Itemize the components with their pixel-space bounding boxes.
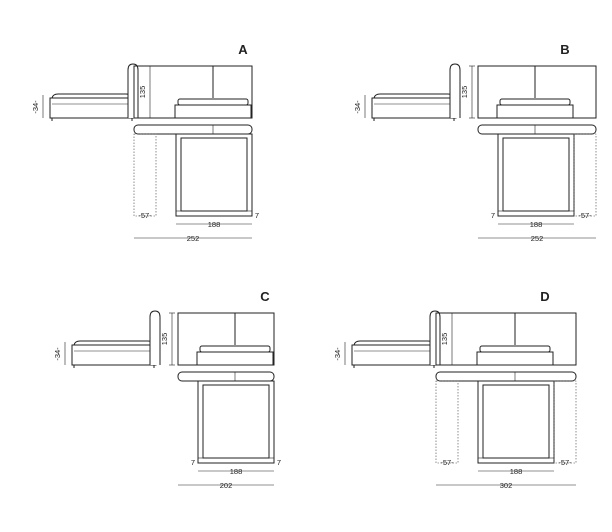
total-width-label: 252 [531, 234, 544, 243]
front-view: 135 [133, 65, 253, 119]
height-dimension: -34- [31, 100, 40, 114]
left-extension-label: 7 [191, 458, 195, 467]
board-height-dimension: 135 [440, 333, 449, 346]
variant-b: -34- 135 188 7 -57- 252 B [353, 42, 597, 243]
width-dimensions: 188 -57- -57- 302 [436, 458, 576, 490]
height-dimension: -34- [353, 100, 362, 114]
board-height-dimension: 135 [138, 86, 147, 99]
board-height-dimension: 135 [160, 333, 169, 346]
right-extension-label: -57- [578, 211, 592, 220]
left-extension-label: 7 [491, 211, 495, 220]
left-extension-label: -57- [138, 211, 152, 220]
side-view: -34- [53, 310, 161, 368]
inner-width-label: 188 [530, 220, 543, 229]
variant-label: B [560, 42, 569, 57]
total-width-label: 252 [187, 234, 200, 243]
plan-view [133, 124, 253, 217]
variant-label: A [238, 42, 248, 57]
inner-width-label: 188 [208, 220, 221, 229]
plan-view [435, 371, 577, 464]
left-extension-label: -57- [440, 458, 454, 467]
side-view: -34- [353, 63, 461, 121]
right-extension-label: 7 [255, 211, 259, 220]
right-extension-label: 7 [277, 458, 281, 467]
variant-d: -34- 135 188 -57- -57- 302 D [333, 289, 577, 490]
total-width-label: 202 [220, 481, 233, 490]
variant-a: -34- 135 188 -57- 7 252 A [31, 42, 259, 243]
width-dimensions: 188 7 7 202 [178, 458, 281, 490]
height-dimension: -34- [333, 347, 342, 361]
inner-width-label: 188 [510, 467, 523, 476]
front-view: 135 [460, 65, 597, 119]
side-view: -34- [333, 310, 441, 368]
width-dimensions: 188 7 -57- 252 [478, 211, 596, 243]
total-width-label: 302 [500, 481, 513, 490]
side-view: -34- [31, 63, 139, 121]
inner-width-label: 188 [230, 467, 243, 476]
variant-label: D [540, 289, 549, 304]
right-extension-label: -57- [558, 458, 572, 467]
variant-label: C [260, 289, 270, 304]
front-view: 135 [160, 312, 275, 366]
plan-view [477, 124, 597, 217]
plan-view [177, 371, 275, 464]
variant-c: -34- 135 188 7 7 202 C [53, 289, 281, 490]
width-dimensions: 188 -57- 7 252 [134, 211, 259, 243]
height-dimension: -34- [53, 347, 62, 361]
board-height-dimension: 135 [460, 86, 469, 99]
front-view: 135 [435, 312, 577, 366]
